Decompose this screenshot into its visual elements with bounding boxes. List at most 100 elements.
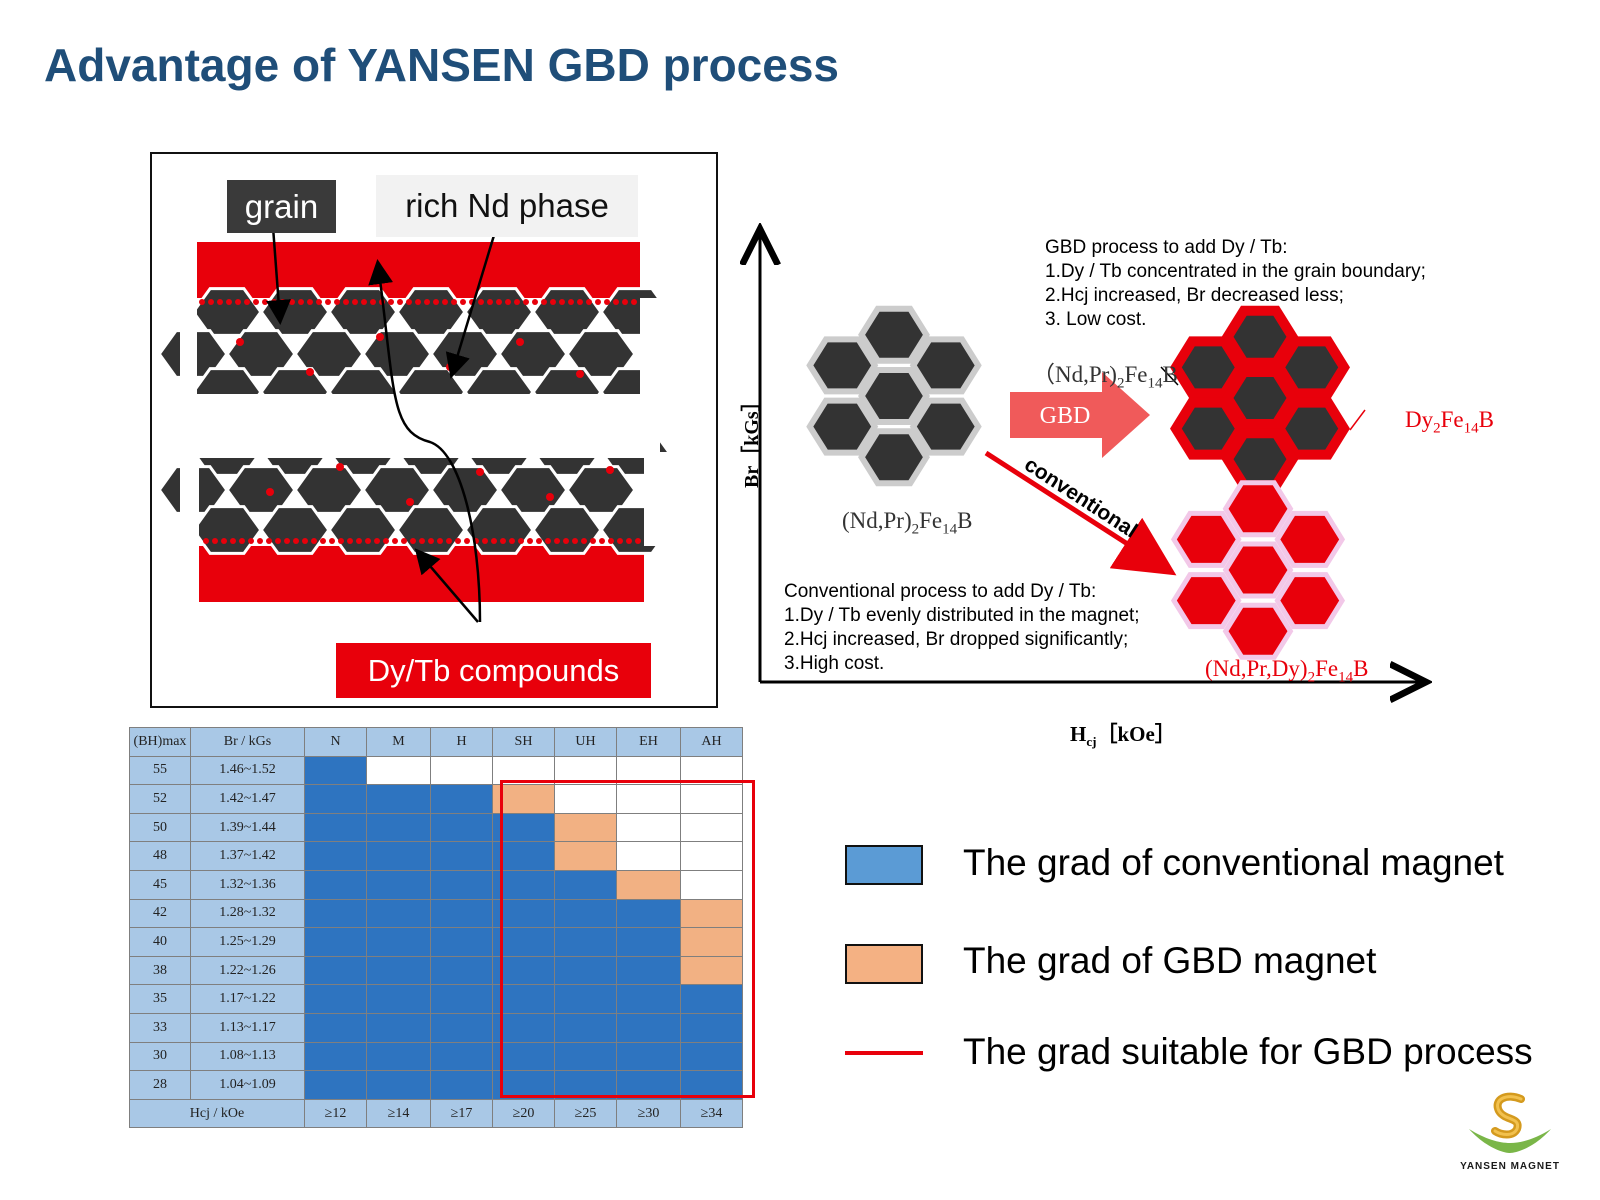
grade-cell-white	[430, 755, 493, 786]
rich-nd-dot	[464, 538, 470, 544]
bh-max-cell: 45	[129, 869, 191, 900]
rich-nd-dot	[271, 299, 277, 305]
rich-nd-dot	[550, 299, 556, 305]
magnet-grain-hexagon	[909, 336, 982, 395]
magnet-grain-hexagon	[1274, 510, 1346, 568]
magnet-grain-hexagon	[1170, 510, 1242, 568]
rich-nd-dots	[199, 299, 641, 544]
br-range-cell: 1.42~1.47	[190, 784, 305, 814]
rich-nd-dot	[532, 299, 538, 305]
rich-nd-dot	[284, 538, 290, 544]
grain-hexagon	[191, 505, 263, 555]
br-range-cell: 1.32~1.36	[190, 869, 305, 900]
rich-nd-dot	[516, 338, 524, 346]
rich-nd-dot	[316, 299, 322, 305]
rich-nd-dot	[392, 538, 398, 544]
hcj-footer-cell: ≥17	[430, 1098, 493, 1129]
rich-nd-dot	[239, 538, 245, 544]
grade-cell-blue	[304, 1070, 367, 1100]
gbd-arrow-label: GBD	[1040, 403, 1091, 429]
grade-cell-blue	[492, 1041, 555, 1072]
grade-cell-blue	[430, 869, 493, 900]
grade-cell-orange	[554, 841, 617, 871]
rich-nd-dot	[262, 299, 268, 305]
magnet-grain-hexagon	[806, 397, 879, 456]
legend-swatch-suitable	[845, 1051, 923, 1055]
rich-nd-dot	[275, 538, 281, 544]
grade-cell-blue	[430, 1041, 493, 1072]
grade-cell-blue	[304, 869, 367, 900]
grade-header-cell: M	[366, 727, 431, 757]
rich-nd-dot	[236, 338, 244, 346]
rich-nd-dot	[581, 538, 587, 544]
grade-header-cell: UH	[554, 727, 617, 757]
legend-label-gbd: The grad of GBD magnet	[963, 940, 1377, 981]
rich-nd-dot	[406, 299, 412, 305]
grade-cell-blue	[430, 955, 493, 986]
rich-nd-dot	[577, 299, 583, 305]
rich-nd-dot	[622, 299, 628, 305]
rich-nd-dot	[338, 538, 344, 544]
br-range-cell: 1.17~1.22	[190, 984, 305, 1014]
conventional-arrow-label: conventional	[1020, 453, 1141, 543]
magnet-grain-hexagon	[1170, 336, 1247, 399]
rich-nd-dot	[266, 538, 272, 544]
rich-nd-dot	[554, 538, 560, 544]
rich-nd-dot	[437, 538, 443, 544]
rich-nd-dot	[217, 299, 223, 305]
rich-nd-dot	[388, 299, 394, 305]
compounds-pointer-arrow-bottom	[414, 548, 479, 623]
rich-nd-dot	[527, 538, 533, 544]
bh-max-cell: 40	[129, 927, 191, 957]
grain-hexagon	[531, 505, 603, 555]
rich-nd-dot	[347, 538, 353, 544]
formula-conventional: (Nd,Pr,Dy)2Fe14B	[1205, 656, 1369, 686]
grade-cell-blue	[304, 1012, 367, 1043]
rich-nd-dot	[500, 538, 506, 544]
grade-cell-blue	[492, 984, 555, 1014]
bh-max-cell: 28	[129, 1070, 191, 1100]
grade-cell-blue	[366, 784, 431, 814]
matrix-pointer-line	[1160, 366, 1179, 386]
rich-nd-dot	[545, 538, 551, 544]
rich-nd-dot	[595, 299, 601, 305]
rich-nd-dot	[460, 299, 466, 305]
grade-header-cell: Br / kGs	[190, 727, 305, 757]
grade-cell-blue	[430, 898, 493, 929]
grade-cell-blue	[366, 1041, 431, 1072]
grade-cell-blue	[492, 898, 555, 929]
magnet-grain-hexagon	[1170, 572, 1242, 630]
grade-cell-blue	[492, 1070, 555, 1100]
magnet-grain-hexagon	[1221, 428, 1299, 491]
rich-nd-dot	[325, 299, 331, 305]
grade-cell-blue	[492, 955, 555, 986]
hcj-footer-cell: ≥25	[554, 1098, 617, 1129]
grade-cell-blue	[616, 927, 681, 957]
magnet-grain-hexagon	[1273, 336, 1350, 399]
rich-nd-dot	[613, 299, 619, 305]
grade-cell-blue	[554, 1012, 617, 1043]
grade-cell-orange	[680, 927, 743, 957]
rich-nd-dot	[433, 299, 439, 305]
rich-nd-dot	[397, 299, 403, 305]
grade-cell-blue	[366, 955, 431, 986]
rich-nd-dot	[248, 538, 254, 544]
grade-header-cell: EH	[616, 727, 681, 757]
bh-max-cell: 30	[129, 1041, 191, 1072]
rich-nd-dot	[523, 299, 529, 305]
legend-label-suitable: The grad suitable for GBD process	[963, 1031, 1533, 1072]
grade-cell-blue	[554, 1041, 617, 1072]
grain-hexagon	[327, 505, 399, 555]
y-axis-label: Br［kGs］	[741, 391, 763, 488]
br-range-cell: 1.04~1.09	[190, 1070, 305, 1100]
magnet-grain-hexagon	[1273, 397, 1350, 460]
hcj-footer-cell: ≥34	[680, 1098, 743, 1129]
